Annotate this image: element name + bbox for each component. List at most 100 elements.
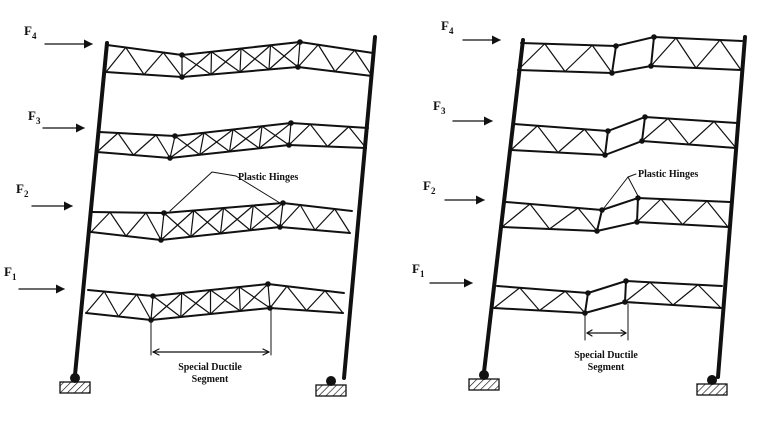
plastic-hinge-dot (288, 120, 294, 126)
diagonal-member (583, 128, 606, 156)
vertical-member (584, 292, 589, 314)
top-chord (87, 289, 154, 297)
bottom-chord (584, 301, 626, 314)
plastic-hinge-dot (642, 114, 648, 120)
diagonal-member (210, 47, 242, 76)
left-force-label-f2: F2 (16, 181, 29, 199)
diagonal-member (544, 43, 566, 73)
diagonal-member (348, 126, 367, 149)
top-chord (106, 44, 183, 56)
bottom-chord (596, 221, 638, 232)
diagonal-member (577, 207, 598, 232)
plastic-hinge-dot (297, 39, 303, 45)
diagonal-member (180, 289, 212, 318)
right-force-label-f2: F2 (423, 178, 436, 196)
top-chord (607, 116, 646, 132)
diagonal-member (268, 41, 301, 71)
diagonal-member (536, 125, 559, 154)
diagonal-member (713, 120, 737, 149)
dimension-arrow (620, 329, 627, 334)
left-support-right (315, 384, 347, 397)
diagonal-member (305, 290, 326, 312)
left-segment-label-line1: Special Ductile (178, 362, 242, 373)
leader-line (235, 175, 281, 204)
diagonal-member (219, 204, 254, 235)
top-chord (625, 280, 723, 287)
diagonal-member (681, 200, 708, 226)
diagonal-member (519, 287, 541, 312)
left-support-left (59, 381, 91, 394)
plastic-hinge-dot (609, 70, 615, 76)
vertical-member (267, 283, 271, 309)
plastic-hinge-dot (179, 74, 185, 80)
diagonal-member (667, 117, 690, 146)
left-plastic-hinges-label: Plastic Hinges (238, 172, 298, 183)
diagonal-member (117, 293, 138, 318)
vertical-member (297, 41, 301, 68)
vertical-member (279, 202, 284, 228)
support-pin (326, 376, 336, 386)
right-support-left (468, 378, 500, 391)
top-chord (98, 131, 176, 137)
right-segment-label-line1: Special Ductile (574, 350, 638, 361)
plastic-hinge-dot (277, 224, 283, 230)
diagonal-member (317, 44, 336, 73)
plastic-hinge-dot (651, 34, 657, 40)
right-segment-label-line2: Segment (588, 362, 625, 373)
vertical-member (624, 280, 627, 303)
vertical-member (268, 44, 272, 71)
top-chord (505, 201, 603, 211)
right-force-label-f1: F1 (412, 261, 425, 279)
diagonal-member (105, 46, 127, 73)
diagonal-member (288, 123, 311, 146)
plastic-hinge-dot (585, 290, 591, 296)
diagonal-member (557, 128, 586, 154)
diagonal-member (564, 44, 593, 73)
plastic-hinge-dot (635, 195, 641, 201)
diagonal-member (719, 39, 742, 71)
plastic-hinge-dot (179, 52, 185, 58)
plastic-hinge-dot (150, 293, 156, 299)
top-chord (299, 41, 374, 54)
diagonal-member (239, 44, 272, 73)
diagonal-member (493, 287, 521, 309)
top-chord (587, 280, 627, 294)
diagonal-member (228, 125, 263, 153)
right-plastic-hinges-label: Plastic Hinges (638, 169, 698, 180)
vertical-member (636, 197, 639, 223)
vertical-member (210, 51, 213, 76)
plastic-hinge-dot (167, 155, 173, 161)
right-force-label-f4: F4 (441, 18, 454, 36)
diagonal-member (299, 204, 316, 231)
plastic-hinge-dot (599, 207, 605, 213)
vertical-member (288, 122, 292, 146)
right-force-label-f3: F3 (433, 98, 446, 116)
diagonal-member (145, 212, 162, 241)
diagonal-member (660, 198, 684, 226)
diagonal-member (136, 293, 152, 321)
dimension-arrow (152, 348, 160, 353)
top-chord (91, 211, 165, 214)
left-column-left (73, 41, 109, 377)
left-force-label-f4: F4 (24, 23, 37, 41)
plastic-hinge-dot (622, 299, 628, 305)
diagonal-member (641, 117, 669, 142)
diagonal-member (354, 49, 373, 77)
top-chord (496, 285, 589, 294)
right-frame-labels: F4 F3 F2 F1 Plastic Hinges Special Ducti… (412, 18, 698, 373)
diagonal-member (117, 132, 135, 156)
diagonal-member (591, 44, 613, 74)
support-pin (707, 375, 717, 385)
left-segment-label-line2: Segment (192, 374, 229, 385)
dimension-arrow (620, 332, 627, 337)
diagonal-member (324, 290, 344, 314)
diagonal-member (688, 120, 715, 146)
diagonal-member (297, 44, 319, 68)
diagonal-member (326, 126, 350, 148)
plastic-hinge-dot (265, 281, 271, 287)
right-column-right (716, 35, 747, 379)
diagonal-member (162, 51, 183, 78)
top-chord (644, 116, 738, 124)
